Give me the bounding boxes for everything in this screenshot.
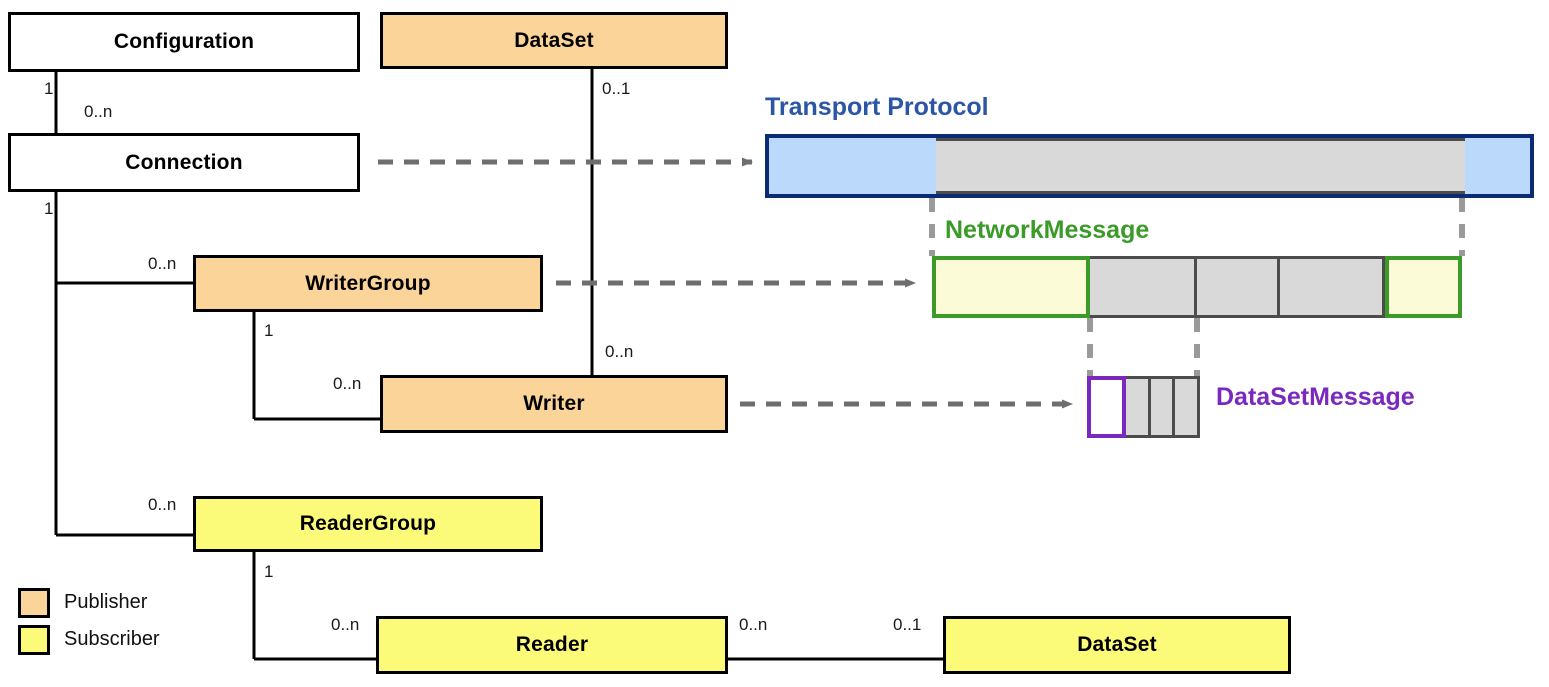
class-box-writer[interactable]: Writer bbox=[380, 375, 728, 433]
multiplicity-connection-end: 0..n bbox=[84, 102, 113, 121]
class-box-connection[interactable]: Connection bbox=[8, 133, 360, 192]
networkmessage-cell-datasetmessage-3 bbox=[1280, 256, 1385, 318]
multiplicity-dataset-to-writer: 0..n bbox=[605, 342, 634, 361]
class-label-readergroup: ReaderGroup bbox=[299, 512, 437, 535]
multiplicity-dataset-bottom-end: 0..1 bbox=[893, 615, 922, 634]
class-label-dataset-top: DataSet bbox=[514, 28, 594, 52]
networkmessage-label: NetworkMessage bbox=[945, 216, 1150, 244]
transport-protocol-frame[interactable] bbox=[765, 134, 1534, 198]
legend-swatch-publisher bbox=[18, 587, 50, 618]
multiplicity-readergroup-bottom: 1 bbox=[264, 562, 274, 581]
class-box-reader[interactable]: Reader bbox=[376, 616, 728, 674]
legend-item-subscriber: Subscriber bbox=[18, 623, 160, 656]
class-label-reader: Reader bbox=[515, 633, 589, 656]
multiplicity-reader-end: 0..n bbox=[331, 615, 360, 634]
networkmessage-cell-datasetmessage-2 bbox=[1197, 256, 1280, 318]
legend-label-publisher: Publisher bbox=[64, 591, 148, 613]
multiplicity-reader-right: 0..n bbox=[739, 615, 768, 634]
multiplicity-writergroup-bottom: 1 bbox=[264, 321, 274, 340]
multiplicity-configuration-end: 1 bbox=[44, 79, 54, 98]
multiplicity-writer-end: 0..n bbox=[333, 374, 362, 393]
datasetmessage-cell-field-1 bbox=[1126, 376, 1151, 438]
class-label-connection: Connection bbox=[125, 150, 243, 174]
multiplicity-writergroup-end: 0..n bbox=[148, 254, 177, 273]
multiplicity-readergroup-end: 0..n bbox=[148, 495, 177, 514]
multiplicity-dataset-top-end: 0..1 bbox=[602, 79, 631, 98]
transport-cell-header bbox=[769, 138, 936, 194]
datasetmessage-label: DataSetMessage bbox=[1216, 383, 1415, 411]
class-label-writergroup: WriterGroup bbox=[305, 271, 431, 295]
class-box-readergroup[interactable]: ReaderGroup bbox=[193, 496, 543, 552]
datasetmessage-cell-field-2 bbox=[1151, 376, 1175, 438]
class-box-dataset-top[interactable]: DataSet bbox=[380, 12, 728, 69]
class-label-writer: Writer bbox=[523, 392, 585, 415]
class-label-configuration: Configuration bbox=[113, 30, 255, 53]
networkmessage-cell-datasetmessage-1 bbox=[1090, 256, 1197, 318]
transport-cell-payload bbox=[935, 138, 1466, 194]
networkmessage-cell-footer bbox=[1385, 256, 1462, 318]
datasetmessage-frame[interactable] bbox=[1087, 376, 1200, 438]
class-box-writergroup[interactable]: WriterGroup bbox=[193, 255, 543, 312]
multiplicity-connection-bottom: 1 bbox=[44, 199, 54, 218]
class-label-dataset-bottom: DataSet bbox=[1077, 633, 1157, 656]
datasetmessage-cell-header bbox=[1087, 376, 1126, 438]
transport-cell-footer bbox=[1465, 138, 1530, 194]
legend: Publisher Subscriber bbox=[18, 586, 160, 660]
datasetmessage-cell-field-3 bbox=[1175, 376, 1200, 438]
legend-item-publisher: Publisher bbox=[18, 586, 160, 619]
networkmessage-frame[interactable] bbox=[932, 256, 1462, 318]
legend-label-subscriber: Subscriber bbox=[64, 628, 160, 650]
class-box-dataset-bottom[interactable]: DataSet bbox=[943, 616, 1291, 674]
class-box-configuration[interactable]: Configuration bbox=[8, 12, 360, 72]
networkmessage-cell-header bbox=[932, 256, 1090, 318]
legend-swatch-subscriber bbox=[18, 624, 50, 655]
transport-protocol-label: Transport Protocol bbox=[765, 93, 989, 121]
